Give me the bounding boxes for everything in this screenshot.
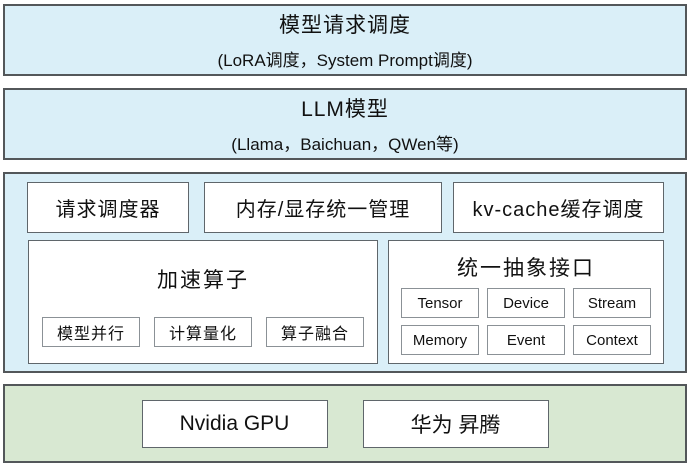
accelerated-operators-box: 加速算子 模型并行 计算量化 算子融合 bbox=[28, 240, 378, 364]
abstract-interface-box: 统一抽象接口 Tensor Device Stream Memory Event… bbox=[388, 240, 664, 364]
tensor-box: Tensor bbox=[401, 288, 479, 318]
memory-management-label: 内存/显存统一管理 bbox=[235, 199, 411, 221]
kv-cache-label: kv-cache缓存调度 bbox=[472, 199, 645, 221]
nvidia-gpu-label: Nvidia GPU bbox=[179, 411, 290, 435]
operator-fusion-box: 算子融合 bbox=[266, 317, 364, 347]
context-box: Context bbox=[573, 325, 651, 355]
layer-title: LLM模型 bbox=[301, 98, 389, 121]
layer-title: 模型请求调度 bbox=[279, 14, 411, 37]
nvidia-gpu-box: Nvidia GPU bbox=[141, 399, 328, 448]
abstract-interface-items: Tensor Device Stream Memory Event Contex… bbox=[401, 288, 651, 355]
layer-subtitle: (LoRA调度，System Prompt调度) bbox=[217, 51, 473, 70]
layer-runtime-components: 请求调度器 内存/显存统一管理 kv-cache缓存调度 加速算子 模型并行 计… bbox=[3, 172, 687, 373]
device-box: Device bbox=[487, 288, 565, 318]
layer-hardware: Nvidia GPU 华为 昇腾 bbox=[3, 384, 687, 463]
accelerated-operators-items: 模型并行 计算量化 算子融合 bbox=[42, 317, 364, 347]
memory-management-box: 内存/显存统一管理 bbox=[204, 182, 442, 233]
event-box: Event bbox=[487, 325, 565, 355]
memory-box: Memory bbox=[401, 325, 479, 355]
quantization-box: 计算量化 bbox=[154, 317, 252, 347]
stream-box: Stream bbox=[573, 288, 651, 318]
model-parallel-box: 模型并行 bbox=[42, 317, 140, 347]
huawei-ascend-label: 华为 昇腾 bbox=[410, 413, 501, 437]
layer-model-request-scheduling: 模型请求调度 (LoRA调度，System Prompt调度) bbox=[3, 4, 687, 76]
request-scheduler-box: 请求调度器 bbox=[27, 182, 189, 233]
layer-subtitle: (Llama，Baichuan，QWen等) bbox=[231, 135, 459, 154]
huawei-ascend-box: 华为 昇腾 bbox=[362, 399, 549, 448]
kv-cache-box: kv-cache缓存调度 bbox=[453, 182, 664, 233]
request-scheduler-label: 请求调度器 bbox=[55, 199, 161, 221]
abstract-interface-title: 统一抽象接口 bbox=[457, 257, 595, 280]
layer-llm-models: LLM模型 (Llama，Baichuan，QWen等) bbox=[3, 88, 687, 160]
accelerated-operators-title: 加速算子 bbox=[157, 269, 249, 292]
